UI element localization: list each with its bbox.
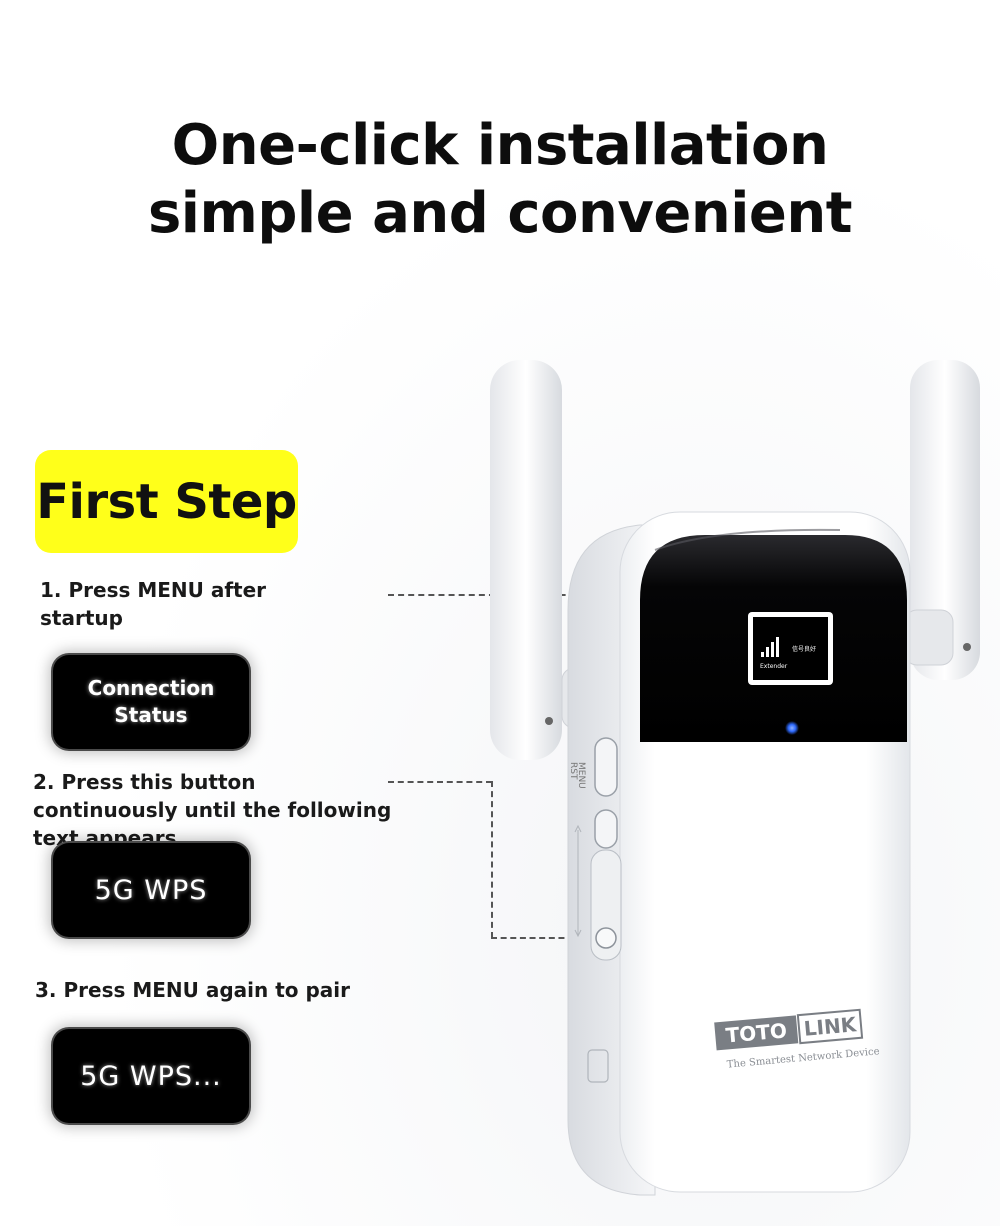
oled-text-5g-wps-pairing: 5G WPS...: [80, 1060, 222, 1092]
logo-left-block: [714, 1015, 799, 1051]
leader-line-2-horizontal: [388, 781, 492, 783]
right-antenna: [904, 360, 980, 680]
status-led-icon: [785, 721, 799, 735]
device-oled-screen: Extender 信号良好: [748, 612, 833, 685]
extender-illustration: Extender 信号良好 MENU RST TOTO: [490, 360, 980, 1196]
oled-screen-5g-wps: 5G WPS: [53, 843, 249, 937]
device-screen-label: Extender: [760, 663, 788, 670]
menu-button-label: MENU: [576, 762, 586, 789]
oled-text-connection-status: Connection Status: [88, 675, 215, 729]
oled-screen-connection-status: Connection Status: [53, 655, 249, 749]
slide-switch-knob[interactable]: [595, 927, 617, 949]
menu-button[interactable]: [594, 737, 618, 797]
reset-button[interactable]: [594, 809, 618, 849]
leader-line-2-vertical: [491, 781, 493, 938]
first-step-badge: First Step: [35, 450, 298, 553]
oled-text-5g-wps: 5G WPS: [94, 874, 208, 906]
instruction-step-3: 3. Press MENU again to pair: [35, 978, 350, 1002]
wifi-extender-device: Extender 信号良好 MENU RST TOTO: [480, 360, 1000, 1200]
logo-right-block: [796, 1008, 864, 1045]
logo-text-toto: TOTO: [725, 1018, 788, 1047]
toto-link-logo: TOTO LINK The Smartest Network Device: [714, 1008, 880, 1071]
instruction-step-1: 1. Press MENU after startup: [40, 578, 267, 630]
oled-text-line-1: Connection: [87, 676, 215, 700]
device-screen-status: 信号良好: [792, 645, 816, 653]
headline-line-2: simple and convenient: [147, 181, 853, 246]
device-side-buttons: MENU RST: [568, 737, 622, 1083]
rst-button-label: RST: [568, 762, 578, 780]
oled-screen-5g-wps-pairing: 5G WPS...: [53, 1029, 249, 1123]
logo-text-link: LINK: [803, 1012, 859, 1041]
oled-text-line-2: Status: [114, 703, 188, 727]
headline: One-click installation simple and conven…: [0, 112, 1000, 248]
leader-line-2-bottom: [491, 937, 603, 939]
usb-port: [587, 1049, 609, 1083]
headline-line-1: One-click installation: [171, 113, 829, 178]
instruction-step-2: 2. Press this button continuously until …: [33, 770, 392, 850]
